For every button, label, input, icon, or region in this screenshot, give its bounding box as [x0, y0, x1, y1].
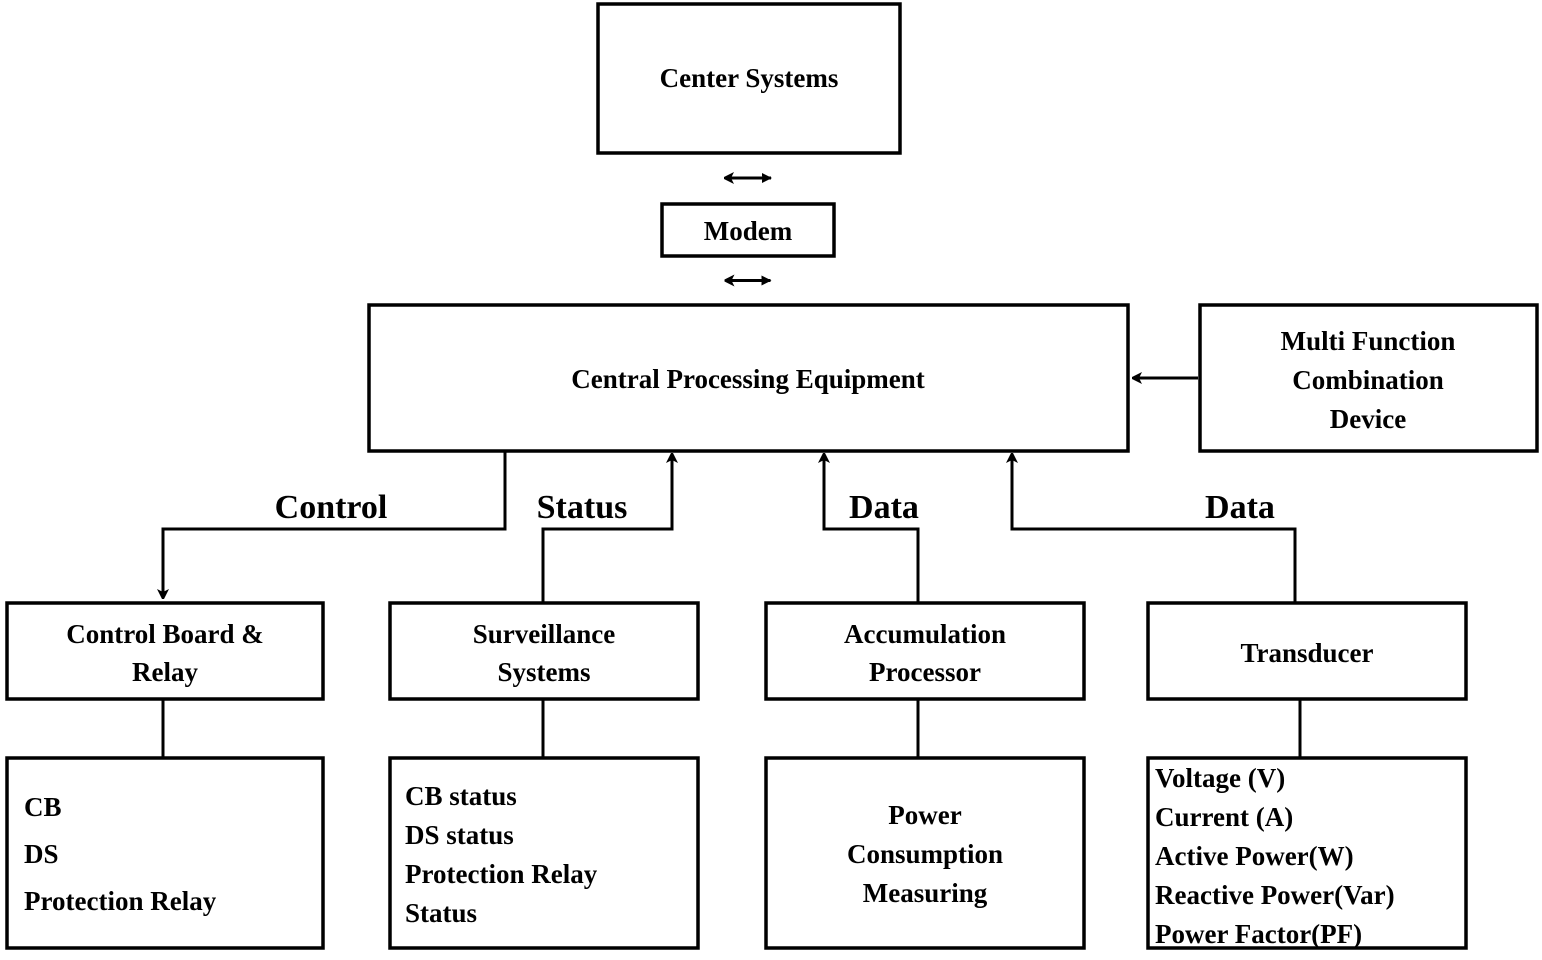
node-transducer-label: Transducer	[1241, 638, 1374, 668]
node-modem[interactable]	[660, 202, 836, 258]
node-mfcd-label-line1: Multi Function	[1281, 326, 1456, 356]
surveillance-item-status: Status	[405, 898, 477, 928]
node-control-board-relay-label-line2: Relay	[132, 657, 198, 687]
edge-label-data-left: Data	[849, 489, 919, 526]
control-board-item-ds: DS	[24, 839, 59, 869]
accumulation-item-consumption: Consumption	[847, 839, 1003, 869]
node-modem-label: Modem	[704, 216, 793, 246]
node-multi-function-combination-device[interactable]	[1198, 303, 1539, 453]
edge-label-status: Status	[537, 489, 628, 526]
node-accumulation-items[interactable]	[764, 756, 1086, 950]
accumulation-item-power: Power	[888, 800, 961, 830]
control-board-item-protection-relay: Protection Relay	[24, 886, 217, 916]
edge-label-data-right: Data	[1205, 489, 1275, 526]
transducer-item-active-power: Active Power(W)	[1155, 841, 1354, 871]
node-center-systems-label: Center Systems	[660, 63, 839, 93]
node-transducer-items[interactable]	[1146, 756, 1468, 950]
node-central-processing-equipment[interactable]	[367, 303, 1130, 453]
node-surveillance-systems-label-line1: Surveillance	[473, 619, 616, 649]
node-control-board-items[interactable]	[5, 756, 325, 950]
node-control-board-relay[interactable]	[5, 601, 325, 701]
node-mfcd-label-line2: Combination	[1292, 365, 1444, 395]
node-accumulation-processor[interactable]	[764, 601, 1086, 701]
node-accumulation-processor-label-line1: Accumulation	[844, 619, 1006, 649]
node-center-systems[interactable]	[596, 2, 902, 155]
node-accumulation-processor-label-line2: Processor	[869, 657, 981, 687]
control-board-item-cb: CB	[24, 792, 62, 822]
surveillance-item-protection-relay: Protection Relay	[405, 859, 598, 889]
connector-data-left	[824, 454, 920, 602]
transducer-item-current: Current (A)	[1155, 802, 1293, 832]
node-transducer[interactable]	[1146, 601, 1468, 701]
node-central-processing-equipment-label: Central Processing Equipment	[571, 364, 925, 394]
node-control-board-relay-label-line1: Control Board &	[66, 619, 264, 649]
connector-status	[541, 454, 672, 602]
node-surveillance-items[interactable]	[388, 756, 700, 950]
surveillance-item-ds-status: DS status	[405, 820, 514, 850]
node-surveillance-systems-label-line2: Systems	[498, 657, 591, 687]
edge-label-control: Control	[275, 489, 388, 526]
surveillance-item-cb-status: CB status	[405, 781, 517, 811]
accumulation-item-measuring: Measuring	[863, 878, 988, 908]
transducer-item-power-factor: Power Factor(PF)	[1155, 919, 1362, 949]
connector-control	[163, 452, 507, 598]
transducer-item-reactive-power: Reactive Power(Var)	[1155, 880, 1395, 910]
node-surveillance-systems[interactable]	[388, 601, 700, 701]
node-mfcd-label-line3: Device	[1330, 404, 1406, 434]
connector-data-right	[1012, 454, 1297, 602]
transducer-item-voltage: Voltage (V)	[1155, 763, 1285, 793]
